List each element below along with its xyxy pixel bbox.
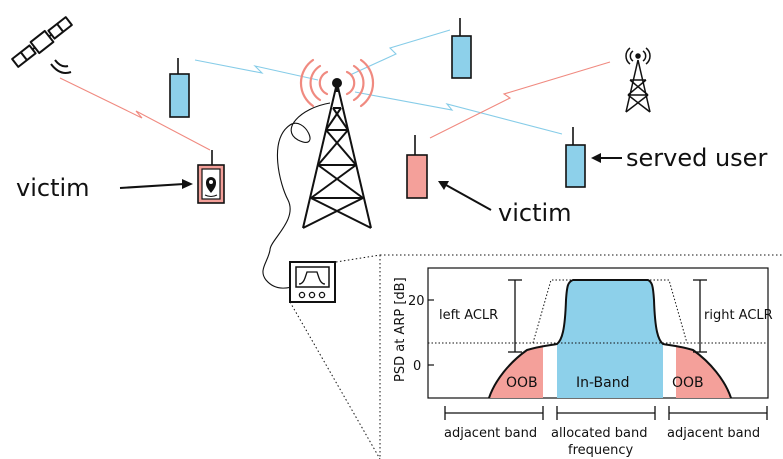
served-user-label: served user [626,144,767,172]
satellite-icon [11,16,73,74]
link-tower-to-ue-left [194,59,319,81]
radio-links [59,29,611,151]
ue-device-victim-center [406,135,428,199]
spectrum-analyzer-icon [289,261,336,303]
inband-label: In-Band [576,375,630,391]
tower-emission-waves [299,58,375,108]
ue-device-left [169,58,190,118]
link-small-tower-to-victim [429,61,611,139]
cell-tower-icon [302,78,372,229]
gps-tracker-icon [197,150,225,204]
ue-device-served-user [565,127,586,188]
victim-label-center: victim [498,199,572,227]
band-label-right: adjacent band [667,426,760,441]
small-tower-icon [625,47,651,113]
psd-chart: left ACLR right ACLR OOB In-Band OOB 20 … [393,267,773,458]
arrows [119,153,622,211]
oob-label-right: OOB [672,375,704,391]
band-label-center: allocated band [551,426,647,441]
link-satellite-to-victim [59,77,211,151]
ue-device-top [451,18,472,79]
oob-area-right [676,345,731,398]
oob-label-left: OOB [506,375,538,391]
y-tick-label-20: 20 [408,294,425,309]
band-label-left: adjacent band [444,426,537,441]
aclr-marker-left [508,279,522,353]
zoom-lines [289,254,783,459]
victim-label-left: victim [16,174,90,202]
y-ticks [428,299,434,366]
x-axis-label: frequency [568,443,634,458]
psd-curve [488,279,732,399]
y-tick-label-0: 0 [413,359,421,374]
spectral-mask-shape [532,279,688,344]
inband-area [557,280,663,398]
aclr-marker-right [693,279,707,353]
oob-area-left [489,345,543,398]
band-brackets [444,406,768,420]
link-tower-to-served-user [354,91,563,135]
y-axis-label: PSD at ARP [dB] [393,277,408,382]
aclr-label-right: right ACLR [704,308,773,323]
measurement-cable [262,102,331,289]
aclr-label-left: left ACLR [439,308,498,323]
link-tower-to-ue-top [349,29,451,76]
